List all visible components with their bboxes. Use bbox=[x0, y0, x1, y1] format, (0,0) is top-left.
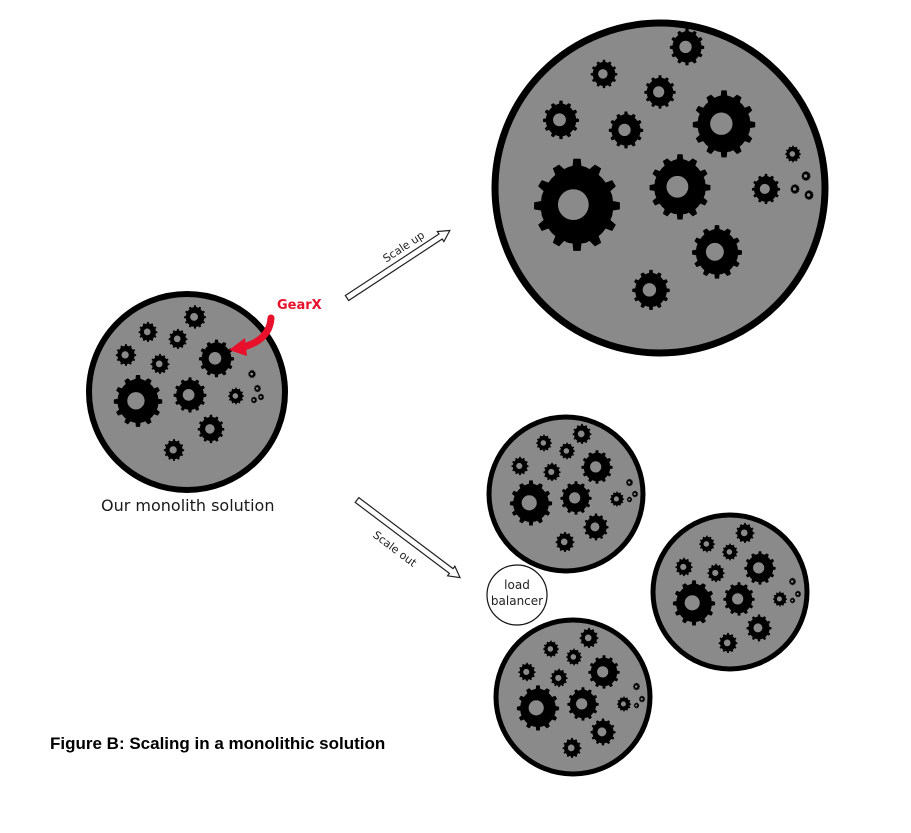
figure-title: Figure B: Scaling in a monolithic soluti… bbox=[50, 734, 386, 753]
gearx-callout: GearX bbox=[229, 298, 322, 356]
load-balancer-line-1: load bbox=[504, 578, 530, 592]
load-balancer-line-2: balancer bbox=[491, 594, 543, 608]
scale-out-arrow: Scale out bbox=[354, 496, 462, 579]
scale-up-arrow: Scale up bbox=[344, 229, 451, 302]
arrow-icon bbox=[229, 338, 247, 356]
scaled-out-circle-bottom bbox=[493, 617, 653, 777]
scale-out-label: Scale out bbox=[370, 528, 419, 570]
scaled-out-circle-top bbox=[486, 414, 646, 574]
monolith-caption: Our monolith solution bbox=[101, 496, 275, 515]
monolith-circle bbox=[86, 291, 288, 493]
scaled-up-circle bbox=[491, 19, 829, 357]
gearx-label: GearX bbox=[277, 298, 322, 313]
load-balancer: load balancer bbox=[486, 564, 548, 626]
scaled-out-circle-right bbox=[650, 512, 810, 672]
